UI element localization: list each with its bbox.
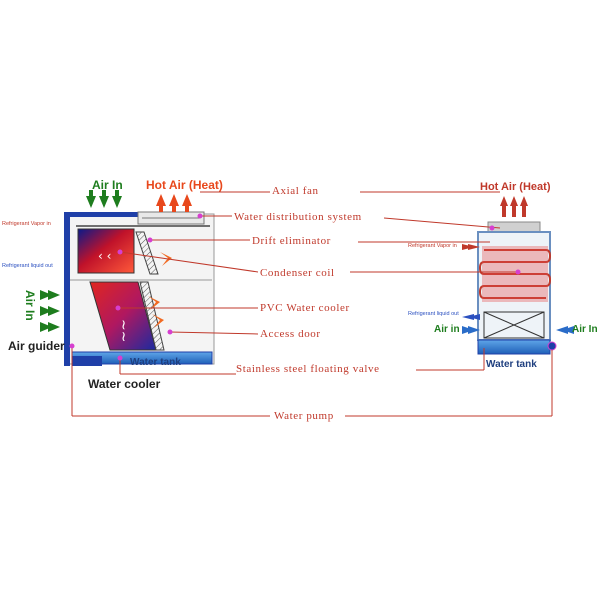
right-air-in-left-label: Air in: [434, 324, 460, 335]
right-hot-air-label: Hot Air (Heat): [480, 181, 551, 193]
label-water-distribution: Water distribution system: [234, 211, 362, 223]
left-cooling-tower: ‹ ‹ ~~: [64, 211, 215, 366]
label-drift-eliminator: Drift eliminator: [252, 235, 331, 247]
left-blue-frame: [64, 214, 70, 366]
leader-lines: [71, 191, 553, 417]
left-water-tank-label: Water tank: [130, 357, 181, 368]
left-hot-air-label: Hot Air (Heat): [146, 178, 223, 192]
left-condenser-coil: [77, 228, 135, 274]
right-water-tank: [477, 339, 551, 355]
left-air-in-side-label: Air In: [23, 290, 37, 321]
right-hot-air-arrows: [500, 196, 528, 217]
right-air-in-arrows: [462, 326, 574, 334]
right-pump-outlet: [547, 341, 557, 351]
right-refrigerant-liquid-label: Refrigerant liquid out: [408, 311, 459, 317]
label-axial-fan: Axial fan: [272, 185, 319, 197]
label-water-pump: Water pump: [274, 410, 334, 422]
right-air-in-right-label: Air In: [572, 324, 598, 335]
left-refrigerant-liquid-label: Refrigerant liquid out: [2, 263, 53, 269]
left-refrigerant-vapor-label: Refrigerant Vapor in: [2, 221, 51, 227]
left-air-guider-label: Air guider: [8, 339, 65, 353]
left-hot-air-arrows: [156, 194, 192, 212]
left-air-in-side-arrows: [40, 290, 60, 332]
label-floating-valve: Stainless steel floating valve: [236, 363, 380, 375]
left-air-in-top-label: Air In: [92, 178, 123, 192]
right-refrigerant-arrows: [462, 244, 480, 320]
svg-text:~~: ~~: [115, 319, 131, 342]
label-pvc-water-cooler: PVC Water cooler: [260, 302, 350, 314]
label-access-door: Access door: [260, 328, 321, 340]
left-drift-eliminator: [135, 231, 159, 275]
left-air-in-top-arrows: [86, 190, 122, 208]
svg-text:‹ ‹: ‹ ‹: [98, 249, 111, 263]
left-water-cooler-label: Water cooler: [88, 377, 161, 391]
right-condenser-coil: [478, 249, 552, 299]
right-water-tank-label: Water tank: [486, 359, 537, 370]
right-refrigerant-vapor-label: Refrigerant Vapor in: [408, 243, 457, 249]
callout-dots: [69, 213, 521, 361]
label-condenser-coil: Condenser coil: [260, 267, 335, 279]
right-fill-media: [483, 311, 545, 339]
right-fan-top: [487, 221, 541, 233]
right-cooling-tower: [477, 221, 557, 355]
